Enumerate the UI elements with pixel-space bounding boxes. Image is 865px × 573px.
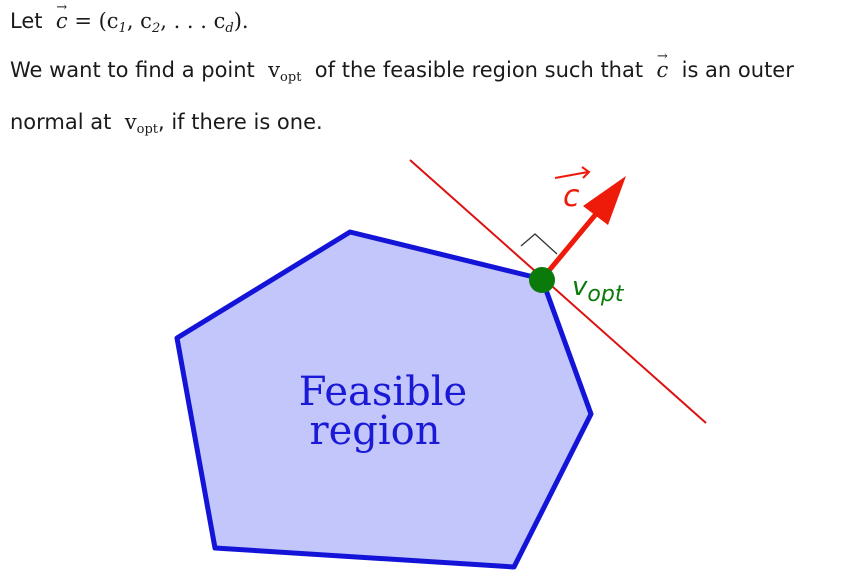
statement-line-2: We want to find a point vopt of the feas… [10, 55, 794, 93]
line2-part-b: of the feasible region such that [314, 58, 644, 82]
v-opt-symbol-2: v [124, 110, 137, 134]
supporting-line [409, 159, 707, 424]
region-label-line2: region [309, 408, 440, 454]
cd-subscript: d [225, 21, 234, 36]
sep-1: , c [126, 9, 152, 33]
opt-subscript: opt [280, 70, 302, 85]
region-label-line1: Feasible [299, 369, 467, 415]
line3-part-b: , if there is one. [158, 110, 323, 134]
close-paren: ). [233, 9, 249, 33]
v-opt-symbol: v [268, 58, 281, 82]
right-angle-marker [520, 233, 558, 255]
line2-part-a: We want to find a point [10, 58, 255, 82]
line2-part-c: is an outer [681, 58, 794, 82]
c2-subscript: 2 [151, 21, 161, 36]
normal-vector-arrowhead [583, 176, 626, 225]
equals-paren: = (c [74, 9, 119, 33]
vertex-dot [529, 267, 555, 293]
c-label-arrow-tip [581, 166, 591, 179]
c-label-arrow-line [554, 171, 589, 179]
sep-2: , . . . c [160, 9, 226, 33]
c-vector-symbol-2: c [656, 55, 668, 85]
vector-c-label: c [563, 179, 580, 214]
statement-line-3: normal at vopt, if there is one. [10, 107, 323, 145]
let-text: Let [10, 9, 43, 33]
normal-vector-shaft [540, 212, 598, 281]
c-vector-symbol: c [56, 6, 68, 36]
line3-part-a: normal at [10, 110, 112, 134]
opt-subscript-2: opt [136, 122, 158, 137]
vector-c-label-group: c [554, 166, 591, 214]
vertex-label: vopt [572, 272, 625, 307]
statement-line-1: Let c = (c1, c2, . . . cd). [10, 6, 249, 44]
vertex-label-v: v [572, 272, 588, 302]
vertex-label-sub: opt [587, 282, 624, 307]
c1-subscript: 1 [118, 21, 127, 36]
